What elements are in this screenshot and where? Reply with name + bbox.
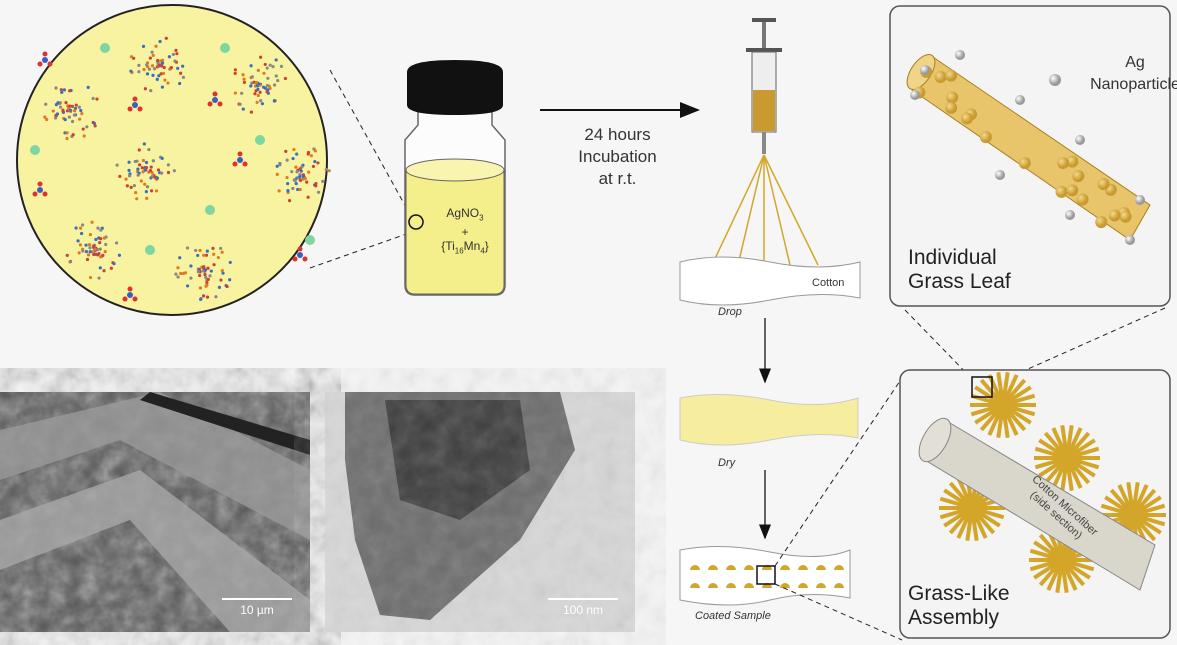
silver-ion-icon xyxy=(100,43,110,53)
ag-nanoparticle xyxy=(1015,95,1025,105)
molecular-cluster-icon xyxy=(174,246,232,301)
nitrate-ion-icon xyxy=(292,246,308,262)
silver-ion-icon xyxy=(145,245,155,255)
ag-bump xyxy=(1119,210,1132,223)
ag-bump xyxy=(961,112,974,125)
grass-leaf xyxy=(906,50,1151,245)
zoom-guide-line xyxy=(309,231,413,269)
grass-assembly-icon xyxy=(834,565,844,570)
ag-bump xyxy=(934,70,947,83)
ag-nanoparticle xyxy=(1135,195,1145,205)
zoom-marker xyxy=(971,376,993,398)
silver-ion-icon xyxy=(205,205,215,215)
ag-bump xyxy=(1072,170,1085,183)
grass-burst-icon xyxy=(938,475,1005,541)
dried-strip xyxy=(679,393,859,446)
grass-assembly-icon xyxy=(816,565,826,570)
drop-label: Drop xyxy=(718,306,742,318)
grass-assembly-icon xyxy=(726,583,736,588)
nitrate-ion-icon xyxy=(232,151,248,167)
zoom-guide-line xyxy=(329,69,413,219)
ag-bump xyxy=(1066,184,1079,197)
spray-lines xyxy=(711,154,819,266)
molecular-cluster-icon xyxy=(43,85,99,141)
ag-nanoparticle xyxy=(910,90,920,100)
grass-assembly-icon xyxy=(798,583,808,588)
ag-nanoparticle xyxy=(920,65,930,75)
ag-bump xyxy=(945,69,958,82)
sem-scale-bar: 10 µm xyxy=(222,598,292,617)
ag-nanoparticle xyxy=(1125,235,1135,245)
ag-bump xyxy=(1018,157,1031,170)
ag-nanoparticle xyxy=(1065,210,1075,220)
ag-bump xyxy=(946,91,959,104)
reagent-label: AgNO3 + {Ti16Mn4} xyxy=(441,206,489,256)
cotton-strip xyxy=(679,256,861,306)
ag-nanoparticle-icon xyxy=(1049,74,1061,86)
grass-assembly-icon xyxy=(708,583,718,588)
silver-ion-icon xyxy=(305,235,315,245)
ag-bump xyxy=(1076,193,1089,206)
nitrate-ion-icon xyxy=(122,286,138,302)
grass-burst-icon xyxy=(1033,425,1100,491)
zoom-marker xyxy=(756,565,776,585)
silver-ion-icon xyxy=(255,135,265,145)
grass-assembly-icon xyxy=(744,565,754,570)
ag-bump xyxy=(1108,209,1121,222)
ag-bump xyxy=(1055,185,1068,198)
cotton-microfiber xyxy=(918,417,1156,591)
molecular-cluster-icon xyxy=(65,220,122,280)
ag-bump xyxy=(1066,155,1079,168)
ag-nanoparticle xyxy=(955,50,965,60)
coated-strip xyxy=(679,545,851,606)
coated-sample-label: Coated Sample xyxy=(695,610,771,622)
dry-label: Dry xyxy=(718,457,736,469)
vial xyxy=(404,60,506,296)
grass-assembly-icon xyxy=(744,583,754,588)
ag-bump xyxy=(945,101,958,114)
ag-bump xyxy=(1057,157,1070,170)
nitrate-ion-icon xyxy=(127,96,143,112)
nitrate-ion-icon xyxy=(32,181,48,197)
tem-scale-bar: 100 nm xyxy=(548,598,618,617)
vial-cap xyxy=(407,60,503,115)
grass-assembly-icon xyxy=(780,583,790,588)
ag-bump xyxy=(1097,178,1110,191)
ag-bump xyxy=(979,131,992,144)
molecular-cluster-icon xyxy=(115,142,176,201)
nitrate-ion-icon xyxy=(207,91,223,107)
sem-micrograph xyxy=(0,392,310,632)
silver-ion-icon xyxy=(30,145,40,155)
molecular-cluster-icon xyxy=(233,55,288,114)
grass-assembly-icon xyxy=(690,565,700,570)
silver-ion-icon xyxy=(220,43,230,53)
cotton-label: Cotton xyxy=(812,277,845,289)
ag-nanoparticle xyxy=(1075,135,1085,145)
nitrate-ion-icon xyxy=(37,51,53,67)
grass-assembly-icon xyxy=(708,565,718,570)
grass-assembly-icon xyxy=(726,565,736,570)
ag-nanoparticle xyxy=(995,170,1005,180)
grass-assembly-icon xyxy=(780,565,790,570)
grass-assembly-icon xyxy=(816,583,826,588)
syringe-icon xyxy=(746,18,782,154)
molecular-cluster-icon xyxy=(275,147,331,203)
solution-zoom-circle xyxy=(16,4,331,316)
grass-assembly-icon xyxy=(690,583,700,588)
tem-micrograph xyxy=(325,392,635,632)
zoom-marker xyxy=(408,214,424,230)
grass-assembly-icon xyxy=(798,565,808,570)
molecular-cluster-icon xyxy=(129,36,185,93)
ag-bump xyxy=(1095,216,1108,229)
grass-assembly-icon xyxy=(834,583,844,588)
